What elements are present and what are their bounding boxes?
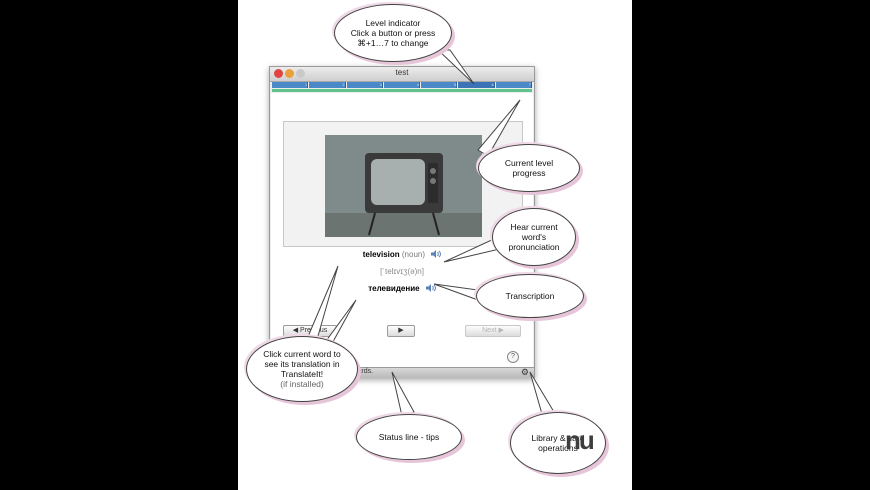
help-icon[interactable]: ?	[507, 351, 519, 363]
translation-line: телевидение	[271, 284, 533, 294]
previous-arrow-icon: ◀	[292, 327, 301, 334]
arrow-library	[529, 371, 555, 415]
status-text: cards.	[354, 368, 374, 375]
transcription: [ˈtelɪvɪʒ(ə)n]	[380, 267, 424, 276]
card-translation[interactable]: телевидение	[368, 284, 420, 294]
level-button-4[interactable]: 4	[383, 82, 421, 88]
card-image	[325, 135, 482, 237]
close-icon[interactable]	[274, 69, 283, 78]
level-button-7[interactable]: 7	[495, 82, 532, 88]
speaker-icon[interactable]	[425, 284, 436, 294]
watermark-logo: nu	[565, 425, 595, 455]
next-arrow-icon: ▶	[496, 327, 504, 334]
zoom-icon[interactable]	[296, 69, 305, 78]
callout-transcription: Transcription	[476, 274, 584, 318]
card-area: television (noun) [ˈtelɪvɪʒ(ə)n] телевид…	[271, 93, 533, 367]
arrow-level-progress	[477, 99, 521, 157]
level-button-6[interactable]: 6	[458, 82, 495, 88]
arrow-level-indicator	[436, 49, 475, 85]
part-of-speech: (noun)	[401, 250, 426, 260]
status-bar: cards. ⚙	[270, 367, 534, 378]
card-word[interactable]: television	[362, 250, 400, 260]
gear-icon[interactable]: ⚙	[520, 367, 529, 377]
arrow-status-line	[391, 371, 415, 417]
next-button[interactable]: Next ▶	[465, 325, 521, 337]
card-image-frame	[283, 121, 523, 247]
level-indicator: 1 2 3 4 5 6 7	[272, 82, 532, 88]
level-button-1[interactable]: 1	[272, 82, 309, 88]
speaker-icon[interactable]	[431, 250, 442, 260]
app-window: test 1 2 3 4 5 6 7	[269, 66, 535, 378]
word-line: television (noun)	[271, 250, 533, 260]
callout-status-line: Status line - tips	[356, 414, 462, 460]
level-button-5[interactable]: 5	[421, 82, 458, 88]
level-progress-bar	[272, 89, 532, 92]
minimize-icon[interactable]	[285, 69, 294, 78]
play-button[interactable]: ▶	[387, 325, 415, 337]
window-title: test	[395, 68, 409, 77]
screenshot-stage: test 1 2 3 4 5 6 7	[238, 0, 632, 490]
level-button-2[interactable]: 2	[309, 82, 346, 88]
play-icon: ▶	[398, 327, 404, 334]
level-button-3[interactable]: 3	[346, 82, 383, 88]
arrow-transcription	[433, 283, 479, 301]
